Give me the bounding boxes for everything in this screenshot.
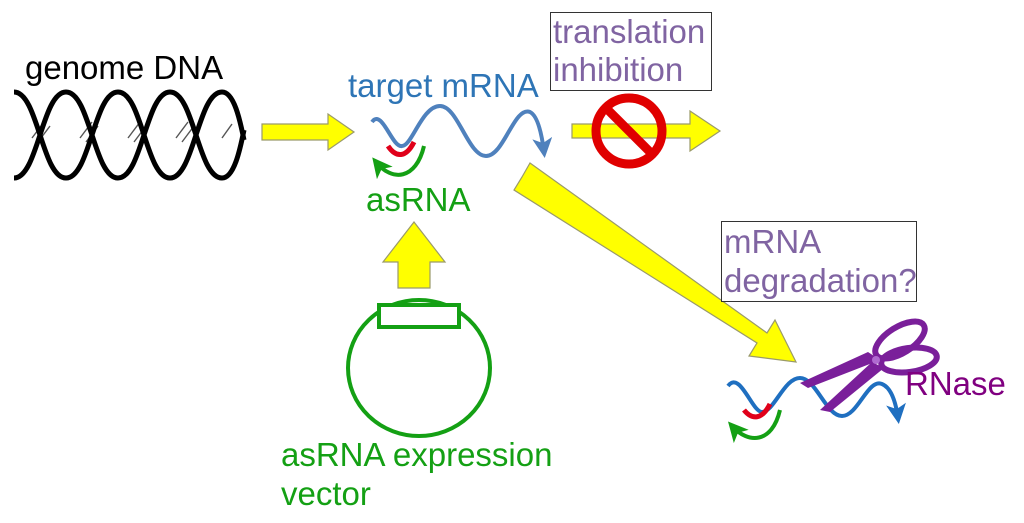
mrna-degradation-line1: mRNA (724, 223, 822, 260)
asrna-expression-vector-line2: vector (281, 475, 371, 512)
scissors-handle-bottom (878, 344, 940, 376)
target-mrna-strand (370, 103, 553, 159)
dna-strand-a (13, 89, 247, 181)
degraded-target-site (742, 402, 773, 420)
dna-strand-b (13, 89, 247, 181)
asrna-expression-arrow (381, 221, 447, 289)
rnase-label: RNase (905, 365, 1006, 402)
asrna-insert (377, 303, 461, 329)
no-entry-icon (591, 93, 667, 169)
scissors-blade-top (800, 352, 880, 388)
translation-inhibition-line2: inhibition (553, 51, 684, 88)
mrna-degradation-box: mRNA degradation? (721, 221, 917, 302)
target-mrna-label: target mRNA (348, 67, 539, 104)
scissors-icon (800, 318, 940, 412)
asrna-strand (372, 145, 426, 180)
scissors-blade-bottom (820, 362, 884, 412)
degradation-arrow (513, 162, 798, 363)
translation-inhibition-box: translation inhibition (550, 12, 712, 91)
translation-inhibition-line1: translation (553, 13, 706, 50)
scissors-pivot (872, 356, 880, 364)
degraded-asrna-strand (728, 409, 782, 444)
dna-double-helix-icon (13, 89, 247, 181)
dna-hatch (31, 121, 233, 143)
translation-arrow (571, 109, 722, 153)
asrna-expression-vector-line1: asRNA expression (281, 436, 553, 473)
transcription-arrow (261, 112, 356, 152)
asrna-label: asRNA (366, 181, 471, 218)
target-mrna-complex (370, 103, 553, 180)
mrna-degradation-line2: degradation? (724, 262, 917, 299)
genome-dna-label: genome DNA (25, 49, 224, 86)
target-site (385, 140, 417, 157)
plasmid-vector-icon (346, 298, 492, 438)
degraded-mrna-strand (726, 375, 906, 424)
degraded-mrna-complex (726, 375, 906, 444)
